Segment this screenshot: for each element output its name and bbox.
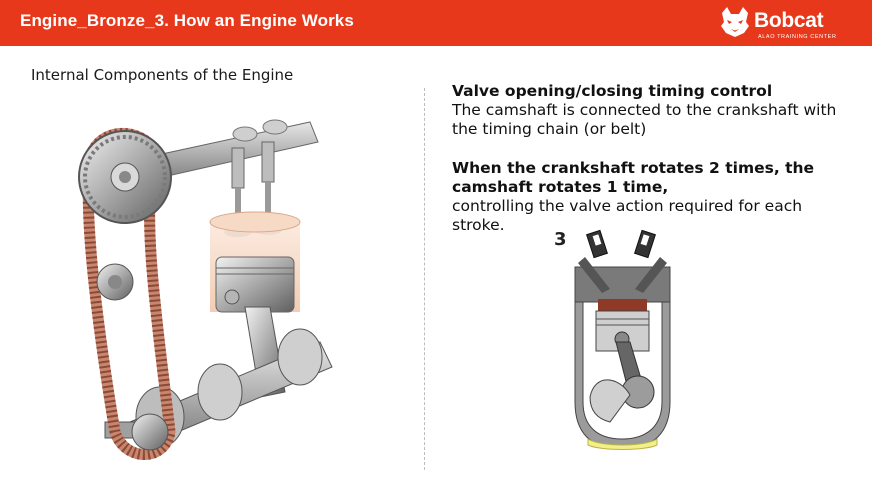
stroke-number-label: 3 — [554, 229, 567, 250]
piston-cross-section-illustration — [574, 229, 671, 450]
section-body-rotation: controlling the valve action required fo… — [452, 197, 803, 234]
brand-subtitle: ALAO TRAINING CENTER — [758, 34, 837, 40]
section-heading-timing: Valve opening/closing timing control — [452, 82, 773, 100]
column-divider — [424, 88, 425, 470]
header-bar: Engine_Bronze_3. How an Engine Works Bob… — [0, 0, 872, 46]
timing-explanation: Valve opening/closing timing control The… — [452, 82, 852, 235]
section-heading-rotation: When the crankshaft rotates 2 times, the… — [452, 159, 815, 196]
engine-components-illustration — [78, 119, 333, 460]
bobcat-logo: Bobcat ALAO TRAINING CENTER — [716, 3, 856, 43]
section-subtitle: Internal Components of the Engine — [31, 66, 294, 84]
bobcat-logo-icon — [721, 7, 749, 37]
page-title: Engine_Bronze_3. How an Engine Works — [20, 11, 354, 30]
section-body-timing: The camshaft is connected to the cranksh… — [452, 101, 837, 138]
brand-name: Bobcat — [754, 9, 824, 32]
